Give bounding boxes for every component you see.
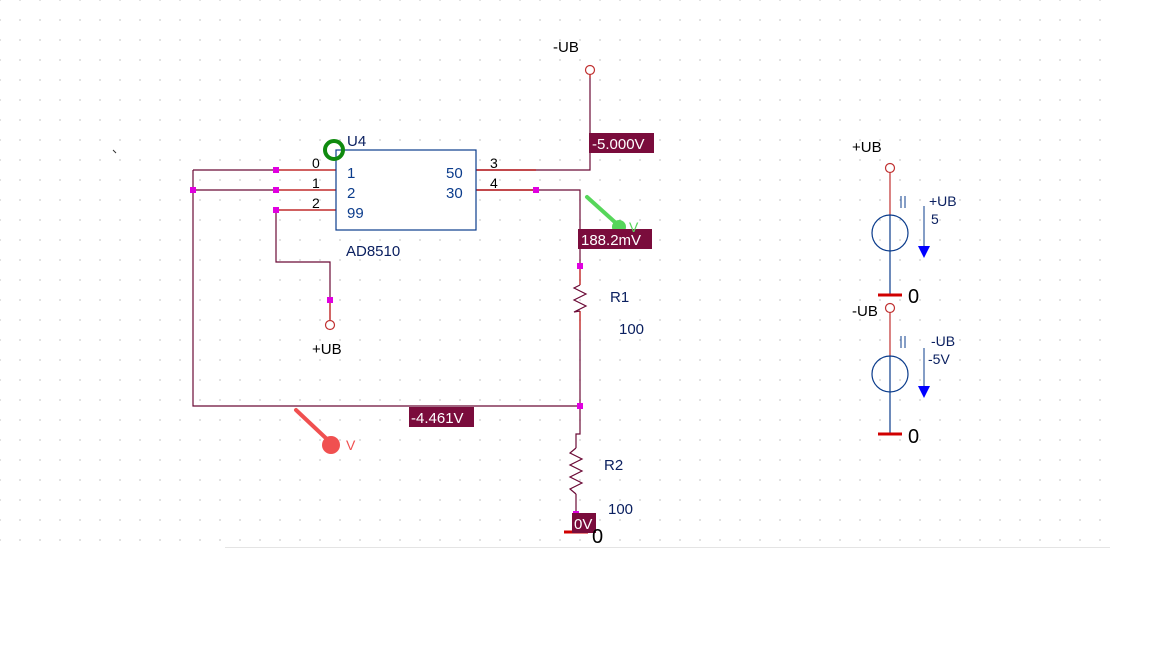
schematic-grid — [0, 0, 1110, 548]
resistor-r1-symbol[interactable] — [572, 284, 588, 313]
wires — [192, 78, 591, 514]
source-neg-name: -UB — [931, 333, 955, 349]
net-label-neg-ub: -UB — [553, 39, 579, 56]
connector-pos-ub-bottom[interactable] — [324, 319, 336, 331]
opamp-pin-label-99: 99 — [347, 205, 364, 222]
opamp-pin-label-30: 30 — [446, 185, 463, 202]
source-pos-value: 5 — [931, 211, 939, 227]
opamp-value-label: AD8510 — [346, 243, 400, 260]
source-neg-ground: 0 — [908, 426, 919, 448]
pin-number-1: 1 — [312, 175, 320, 191]
voltage-source-neg[interactable] — [871, 312, 930, 436]
pin-number-3: 3 — [490, 155, 498, 171]
voltage-probe-red[interactable] — [294, 408, 340, 454]
voltage-source-pos[interactable] — [871, 172, 930, 297]
opamp-ref-label: U4 — [347, 133, 366, 150]
marker-neg-rail-bg — [589, 133, 654, 153]
wire-pin2-to-ub[interactable] — [275, 210, 331, 300]
source-pos-ground: 0 — [908, 286, 919, 308]
net-label-pos-ub: +UB — [312, 341, 342, 358]
voltage-probe-green[interactable] — [585, 195, 626, 234]
pin-stubs — [276, 74, 591, 330]
marker-mid-node-bg — [409, 407, 474, 427]
marker-neg-rail[interactable]: -5.000V — [592, 136, 645, 153]
connector-neg-ub-top[interactable] — [584, 64, 596, 76]
wire-feedback-loop[interactable] — [192, 170, 580, 407]
ground-label-r2: 0 — [592, 526, 603, 548]
marker-ground-node[interactable]: 0V — [574, 516, 592, 533]
connector-source-pos[interactable] — [884, 162, 896, 174]
connector-source-neg[interactable] — [884, 302, 896, 314]
wire-output[interactable] — [476, 189, 581, 266]
selection-handle[interactable] — [323, 139, 345, 161]
opamp-pin-label-2: 2 — [347, 185, 355, 202]
opamp-u4-body[interactable] — [335, 149, 477, 231]
marker-ground-node-bg — [572, 513, 596, 533]
source-pos-name: +UB — [929, 193, 957, 209]
pin-number-0: 0 — [312, 155, 320, 171]
resistor-r2-value: 100 — [608, 501, 633, 518]
source-neg-net-label: -UB — [852, 303, 878, 320]
grid-edge-line — [225, 547, 1110, 548]
marker-output-bg — [578, 229, 652, 249]
marker-mid-node[interactable]: -4.461V — [411, 410, 464, 427]
resistor-r2-symbol[interactable] — [568, 447, 584, 495]
resistor-r1-value: 100 — [619, 321, 644, 338]
pin-number-4: 4 — [490, 175, 498, 191]
probe-green-label: V — [629, 219, 639, 235]
marker-output[interactable]: 188.2mV — [581, 232, 641, 249]
probe-red-label: V — [346, 437, 356, 453]
opamp-pin-label-1: 1 — [347, 165, 355, 182]
source-neg-value: -5V — [928, 351, 950, 367]
source-pos-net-label: +UB — [852, 139, 882, 156]
resistor-r1-ref: R1 — [610, 289, 629, 306]
resistor-r2-ref: R2 — [604, 457, 623, 474]
stray-mark — [112, 149, 117, 154]
wire-r2-top[interactable] — [575, 406, 581, 448]
opamp-pin-label-50: 50 — [446, 165, 463, 182]
pin-number-2: 2 — [312, 195, 320, 211]
